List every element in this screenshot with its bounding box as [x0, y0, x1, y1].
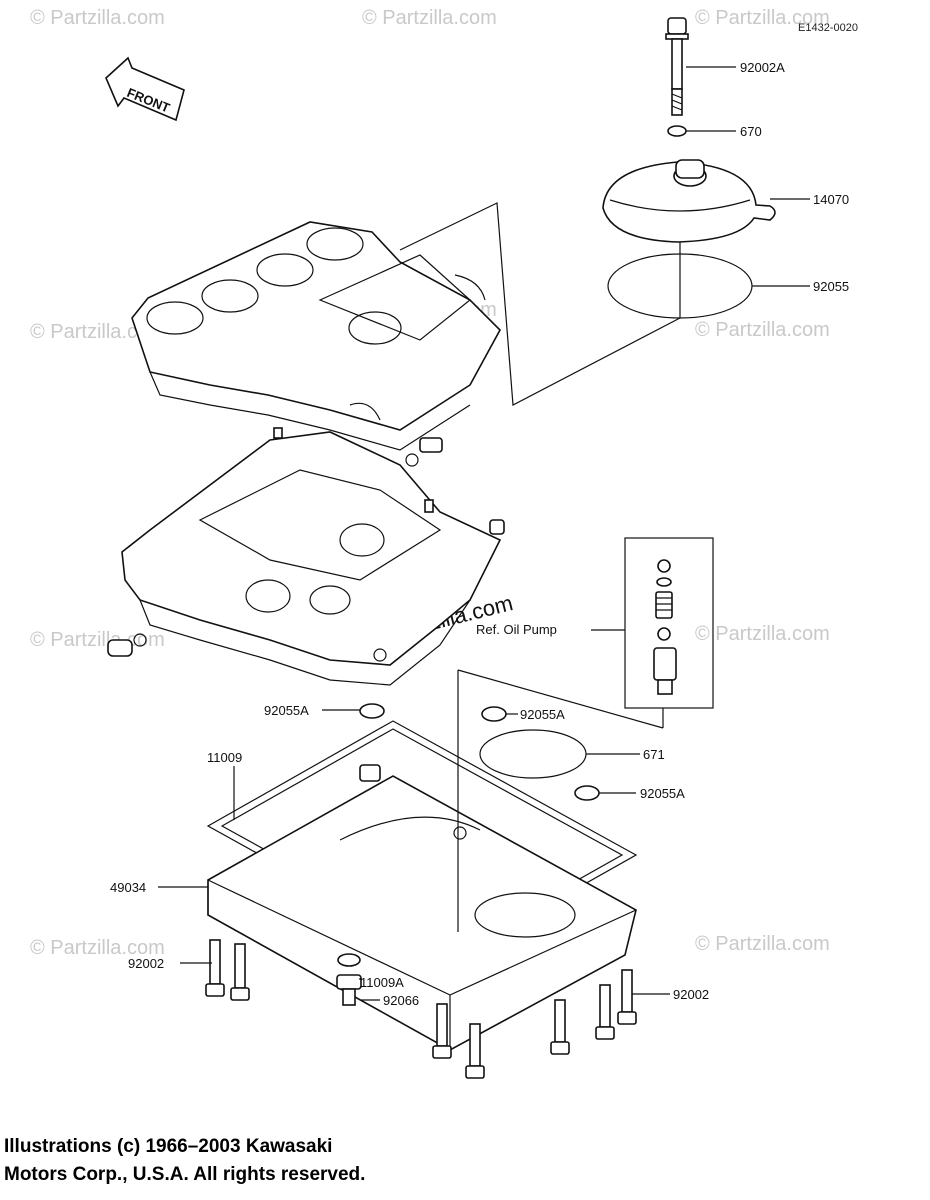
part-label: 671 — [643, 747, 665, 762]
part-label: 92002A — [740, 60, 785, 75]
watermark: © Partzilla.com — [30, 7, 165, 29]
bolt-92002-icon — [550, 999, 570, 1055]
ball-icon — [657, 559, 671, 573]
watermark: © Partzilla.com — [695, 7, 830, 29]
watermark: © Partzilla.com — [695, 319, 830, 341]
part-label: 92055A — [264, 703, 309, 718]
cover-14070-icon — [602, 159, 776, 243]
callouts: 92002A 670 14070 92055 92055A 92055A 671… — [110, 60, 849, 1008]
o-ring-670-icon — [667, 125, 687, 137]
bolt-92002-icon — [465, 1023, 485, 1079]
part-label: 670 — [740, 124, 762, 139]
plug-icon — [405, 437, 443, 467]
washer-92055a-icon — [481, 706, 507, 722]
washer-icon — [656, 577, 672, 587]
watermark: © Partzilla.com — [362, 7, 497, 29]
front-arrow-icon: FRONT — [105, 56, 185, 122]
part-label: 92066 — [383, 993, 419, 1008]
valve-body-icon — [653, 647, 677, 695]
diagram-code: E1432-0020 — [798, 22, 858, 34]
watermark: © Partzilla.com — [695, 933, 830, 955]
bolt-92002-icon — [617, 969, 637, 1025]
spring-icon — [655, 591, 673, 619]
washer-11009a-icon — [337, 953, 361, 967]
oil-pan-49034-icon — [207, 764, 637, 1051]
copyright-line-1: Illustrations (c) 1966–2003 Kawasaki — [4, 1136, 333, 1157]
part-label: 92002 — [673, 987, 709, 1002]
ball-icon — [657, 627, 671, 641]
plug-icon — [424, 499, 434, 513]
bolt-92002-icon — [230, 943, 250, 1001]
o-ring-671-icon — [479, 729, 587, 779]
part-label: 92055 — [813, 279, 849, 294]
part-label: 11009A — [360, 975, 404, 990]
part-label: 92055A — [640, 786, 685, 801]
plug-icon — [273, 427, 283, 439]
part-label: 11009 — [207, 750, 242, 765]
washer-92055a-icon — [359, 703, 385, 719]
bolt-92002-icon — [205, 939, 225, 997]
washer-92055a-icon — [574, 785, 600, 801]
bolt-92002-icon — [595, 984, 615, 1040]
assembly-lines — [399, 202, 681, 932]
bolt-92002-icon — [432, 1003, 452, 1059]
part-label: 14070 — [813, 192, 849, 207]
bolt-92066-icon — [336, 974, 362, 1006]
bolt-92002a-icon — [665, 17, 689, 116]
watermark: © Partzilla.com — [30, 321, 165, 343]
drain-plug-icon — [107, 633, 147, 657]
plug-icon — [489, 519, 505, 535]
watermark: © Partzilla.com — [695, 623, 830, 645]
upper-crankcase — [131, 221, 501, 451]
lower-crankcase — [107, 427, 505, 686]
watermark: © Partzilla.com — [30, 629, 165, 651]
watermark: © Partzilla.com — [30, 937, 165, 959]
copyright-line-2: Motors Corp., U.S.A. All rights reserved… — [4, 1164, 366, 1185]
part-label: 92055A — [520, 707, 565, 722]
part-label: 92002 — [128, 956, 164, 971]
part-label: 49034 — [110, 880, 146, 895]
oil-pump-ref-box — [624, 537, 714, 709]
ref-oil-pump-label: Ref. Oil Pump — [476, 622, 557, 637]
